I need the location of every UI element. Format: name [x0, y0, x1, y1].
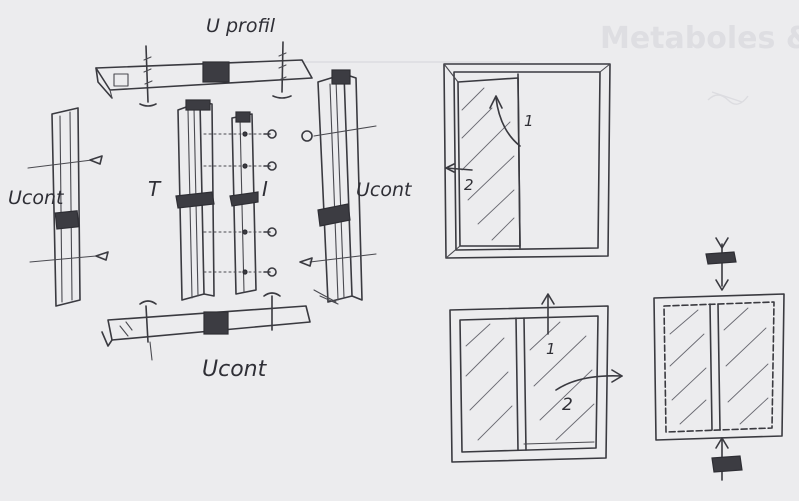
arrow-2-bottom	[555, 374, 623, 391]
bottom-u-clip	[203, 311, 229, 335]
top-screw-right	[272, 41, 292, 99]
label-i-profile: I	[262, 177, 268, 201]
top-u-clip	[202, 61, 230, 83]
right-u-cont-profile	[299, 69, 377, 305]
show-through-ghost: Metaboles & Questions	[300, 21, 799, 105]
glass-hatch-bottom-right	[669, 307, 769, 425]
bottom-screw-right	[263, 292, 281, 331]
window-sketch-bottom-right	[653, 237, 785, 481]
t-profile-clip	[175, 191, 215, 209]
i-profile-clip	[229, 191, 259, 207]
left-u-cont-profile	[27, 107, 109, 307]
label-t-profile: T	[148, 177, 162, 201]
window-sketch-top	[443, 63, 611, 259]
arrow-2-top	[445, 167, 473, 171]
arrow-1-top	[495, 97, 521, 147]
label-u-cont-left: Ucont	[8, 187, 65, 209]
label-arrow-1-top: 1	[524, 112, 534, 130]
svg-text:Metaboles & Questions: Metaboles & Questions	[600, 21, 799, 56]
top-clip	[705, 251, 737, 265]
right-u-clip	[317, 203, 351, 227]
i-profile	[203, 111, 277, 295]
bottom-clip	[711, 455, 743, 473]
bottom-screw-left	[139, 300, 157, 343]
left-u-clip	[54, 210, 80, 230]
label-arrow-1-bottom: 1	[546, 340, 556, 358]
top-u-profile	[95, 41, 313, 107]
glass-hatch-bottom-left	[465, 321, 595, 441]
label-u-profil: U profil	[206, 15, 276, 37]
window-sketch-bottom-left	[449, 293, 623, 463]
top-screw-left	[139, 45, 157, 107]
label-u-cont-bottom: Ucont	[202, 357, 268, 382]
label-arrow-2-top: 2	[464, 176, 474, 194]
label-u-cont-right: Ucont	[356, 179, 413, 201]
i-profile-screws	[263, 129, 277, 277]
t-profile	[175, 99, 215, 301]
bottom-u-cont-profile	[101, 292, 311, 361]
label-arrow-2-bottom: 2	[562, 395, 573, 415]
glass-hatch-top	[461, 87, 515, 241]
